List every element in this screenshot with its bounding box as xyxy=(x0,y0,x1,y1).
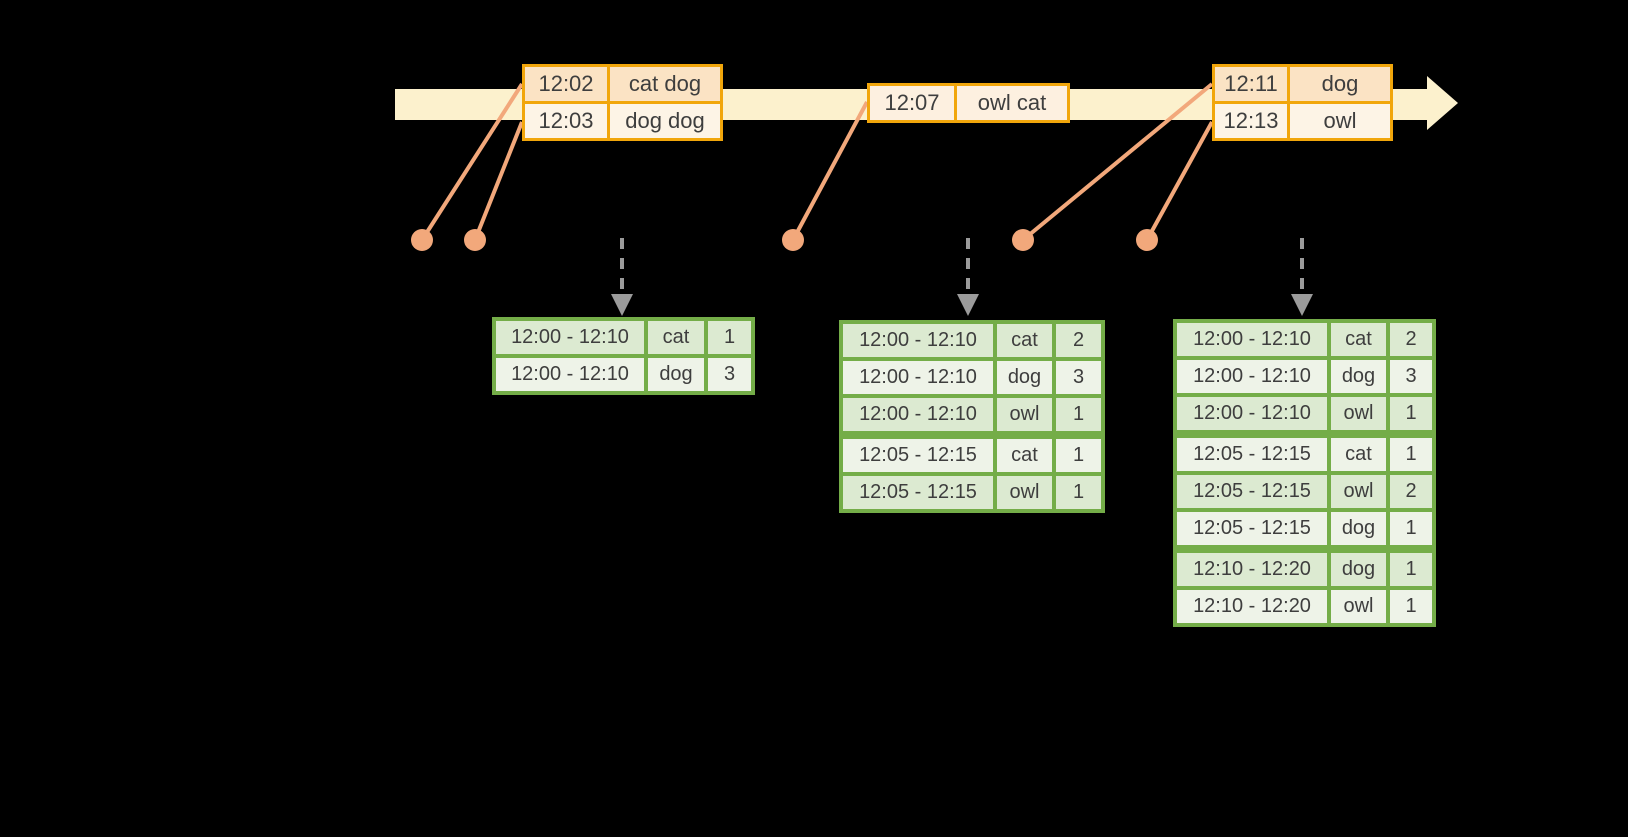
window-cell: 12:05 - 12:15 xyxy=(1177,438,1327,471)
event-time-cell: 12:11 xyxy=(1215,67,1287,101)
timeline-arrow-head-icon xyxy=(1427,76,1458,130)
event-table-1: 12:02 cat dog 12:03 dog dog xyxy=(522,64,723,141)
result-row: 12:00 - 12:10 cat 2 xyxy=(843,324,1101,357)
event-connector-line xyxy=(1145,121,1214,241)
window-cell: 12:05 - 12:15 xyxy=(1177,512,1327,545)
event-connector-line xyxy=(1021,82,1214,242)
word-cell: owl xyxy=(1331,475,1386,508)
word-cell: owl xyxy=(1331,590,1386,623)
event-words-cell: cat dog xyxy=(610,67,720,101)
count-cell: 1 xyxy=(1056,476,1101,509)
window-cell: 12:05 - 12:15 xyxy=(1177,475,1327,508)
result-row: 12:00 - 12:10 cat 2 xyxy=(1177,323,1432,356)
result-row: 12:00 - 12:10 dog 3 xyxy=(843,361,1101,394)
window-cell: 12:00 - 12:10 xyxy=(843,361,993,394)
result-table-3: 12:00 - 12:10 cat 2 12:00 - 12:10 dog 3 … xyxy=(1173,319,1436,627)
event-words-cell: owl xyxy=(1290,104,1390,138)
count-cell: 2 xyxy=(1056,324,1101,357)
word-cell: cat xyxy=(1331,438,1386,471)
result-row: 12:05 - 12:15 owl 1 xyxy=(843,476,1101,509)
result-row: 12:05 - 12:15 cat 1 xyxy=(843,439,1101,472)
event-dot-icon xyxy=(782,229,804,251)
window-cell: 12:05 - 12:15 xyxy=(843,439,993,472)
result-row: 12:10 - 12:20 dog 1 xyxy=(1177,553,1432,586)
count-cell: 1 xyxy=(1390,590,1432,623)
count-cell: 1 xyxy=(1056,398,1101,431)
word-cell: cat xyxy=(648,321,704,354)
event-words-cell: dog xyxy=(1290,67,1390,101)
event-table-2: 12:07 owl cat xyxy=(867,83,1070,123)
word-cell: owl xyxy=(997,398,1052,431)
word-cell: dog xyxy=(1331,553,1386,586)
window-cell: 12:10 - 12:20 xyxy=(1177,590,1327,623)
window-cell: 12:05 - 12:15 xyxy=(843,476,993,509)
result-row: 12:00 - 12:10 dog 3 xyxy=(1177,360,1432,393)
event-time-cell: 12:13 xyxy=(1215,104,1287,138)
result-row: 12:05 - 12:15 owl 2 xyxy=(1177,475,1432,508)
word-cell: cat xyxy=(997,439,1052,472)
result-table-2: 12:00 - 12:10 cat 2 12:00 - 12:10 dog 3 … xyxy=(839,320,1105,513)
count-cell: 1 xyxy=(1390,553,1432,586)
result-row: 12:10 - 12:20 owl 1 xyxy=(1177,590,1432,623)
event-time-cell: 12:03 xyxy=(525,104,607,138)
count-cell: 3 xyxy=(708,358,751,391)
result-table-1: 12:00 - 12:10 cat 1 12:00 - 12:10 dog 3 xyxy=(492,317,755,395)
window-cell: 12:00 - 12:10 xyxy=(496,321,644,354)
count-cell: 1 xyxy=(1390,438,1432,471)
word-cell: cat xyxy=(997,324,1052,357)
event-connector-line xyxy=(420,82,524,242)
window-cell: 12:00 - 12:10 xyxy=(1177,397,1327,430)
count-cell: 3 xyxy=(1056,361,1101,394)
event-dot-icon xyxy=(1012,229,1034,251)
count-cell: 2 xyxy=(1390,475,1432,508)
window-cell: 12:00 - 12:10 xyxy=(843,398,993,431)
result-row: 12:00 - 12:10 cat 1 xyxy=(496,321,751,354)
event-time-cell: 12:02 xyxy=(525,67,607,101)
event-connector-line xyxy=(791,101,869,241)
word-cell: dog xyxy=(1331,360,1386,393)
event-table-3: 12:11 dog 12:13 owl xyxy=(1212,64,1393,141)
window-cell: 12:10 - 12:20 xyxy=(1177,553,1327,586)
window-cell: 12:00 - 12:10 xyxy=(1177,360,1327,393)
count-cell: 1 xyxy=(1390,397,1432,430)
event-words-cell: dog dog xyxy=(610,104,720,138)
trigger-arrow-head-icon xyxy=(1291,294,1313,316)
event-time-cell: 12:07 xyxy=(870,86,954,120)
window-cell: 12:00 - 12:10 xyxy=(496,358,644,391)
result-row: 12:05 - 12:15 cat 1 xyxy=(1177,438,1432,471)
trigger-arrow-head-icon xyxy=(611,294,633,316)
result-row: 12:00 - 12:10 dog 3 xyxy=(496,358,751,391)
count-cell: 1 xyxy=(1390,512,1432,545)
count-cell: 3 xyxy=(1390,360,1432,393)
event-dot-icon xyxy=(464,229,486,251)
event-connector-line xyxy=(473,121,524,241)
word-cell: dog xyxy=(1331,512,1386,545)
count-cell: 2 xyxy=(1390,323,1432,356)
result-row: 12:00 - 12:10 owl 1 xyxy=(1177,397,1432,430)
result-row: 12:05 - 12:15 dog 1 xyxy=(1177,512,1432,545)
word-cell: cat xyxy=(1331,323,1386,356)
count-cell: 1 xyxy=(1056,439,1101,472)
word-cell: dog xyxy=(997,361,1052,394)
event-dot-icon xyxy=(1136,229,1158,251)
event-dot-icon xyxy=(411,229,433,251)
trigger-arrow-head-icon xyxy=(957,294,979,316)
event-words-cell: owl cat xyxy=(957,86,1067,120)
result-row: 12:00 - 12:10 owl 1 xyxy=(843,398,1101,431)
word-cell: owl xyxy=(1331,397,1386,430)
window-cell: 12:00 - 12:10 xyxy=(1177,323,1327,356)
window-cell: 12:00 - 12:10 xyxy=(843,324,993,357)
word-cell: dog xyxy=(648,358,704,391)
count-cell: 1 xyxy=(708,321,751,354)
word-cell: owl xyxy=(997,476,1052,509)
